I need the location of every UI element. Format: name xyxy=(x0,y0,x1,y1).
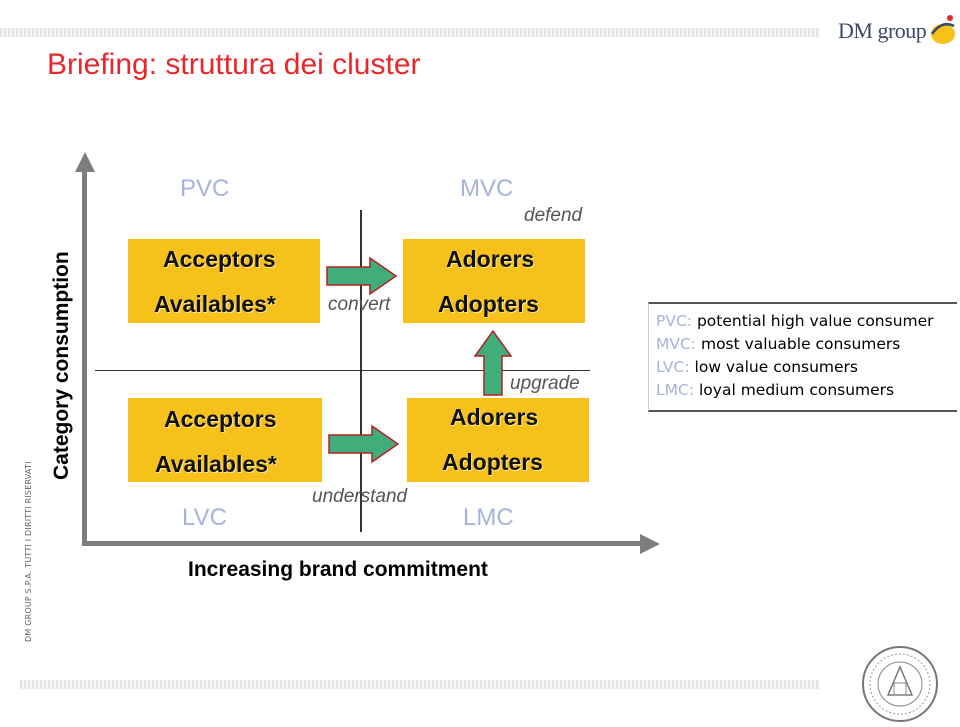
legend-row-pvc: PVC: potential high value consumer xyxy=(656,312,934,330)
understand-arrow-icon xyxy=(328,424,400,464)
box-pvc xyxy=(128,239,320,323)
y-axis xyxy=(82,170,87,546)
box-lvc xyxy=(128,398,322,482)
legend-row-mvc: MVC: most valuable consumers xyxy=(656,335,900,353)
horizontal-divider xyxy=(95,370,590,371)
copyright-vertical-text: DM GROUP S.P.A. TUTTI I DIRITTI RISERVAT… xyxy=(24,461,33,642)
footer-stripe xyxy=(20,680,820,689)
box-lmc xyxy=(407,398,589,482)
quadrant-label-lmc: LMC xyxy=(463,504,514,531)
legend-row-lmc: LMC: loyal medium consumers xyxy=(656,381,894,399)
legend-text: loyal medium consumers xyxy=(699,381,895,399)
x-axis xyxy=(82,541,640,546)
legend-box: PVC: potential high value consumer MVC: … xyxy=(648,302,957,412)
y-axis-label: Category consumption xyxy=(50,251,73,480)
quadrant-label-pvc: PVC xyxy=(180,175,230,202)
box-pvc-line2: Availables* xyxy=(154,291,276,317)
box-lmc-line2: Adopters xyxy=(442,449,543,475)
box-mvc-line2: Adopters xyxy=(438,291,539,317)
box-mvc-line1: Adorers xyxy=(446,246,535,272)
x-axis-arrowhead xyxy=(640,534,660,554)
legend-abbr: LVC: xyxy=(656,358,690,376)
upgrade-arrow-icon xyxy=(473,330,513,396)
quadrant-label-mvc: MVC xyxy=(460,175,514,202)
dm-group-logo: DM group xyxy=(838,12,956,48)
legend-abbr: LMC: xyxy=(656,381,695,399)
header-stripe xyxy=(0,28,820,37)
convert-arrow-icon xyxy=(326,256,398,296)
legend-text: most valuable consumers xyxy=(700,335,901,353)
y-axis-arrowhead xyxy=(75,152,95,172)
x-axis-label: Increasing brand commitment xyxy=(188,558,488,581)
quadrant-label-lvc: LVC xyxy=(182,504,227,531)
vertical-divider xyxy=(360,210,362,532)
box-pvc-line1: Acceptors xyxy=(163,246,276,272)
logo-text: DM group xyxy=(838,18,927,43)
box-lmc-line1: Adorers xyxy=(450,404,539,430)
legend-row-lvc: LVC: low value consumers xyxy=(656,358,858,376)
box-mvc xyxy=(403,239,585,323)
legend-text: low value consumers xyxy=(694,358,859,376)
legend-abbr: PVC: xyxy=(656,312,692,330)
action-defend: defend xyxy=(524,205,583,226)
logo-swoosh-icon xyxy=(930,15,955,44)
legend-text: potential high value consumer xyxy=(696,312,934,330)
page-title: Briefing: struttura dei cluster xyxy=(47,48,421,81)
box-lvc-line1: Acceptors xyxy=(164,406,277,432)
action-convert: convert xyxy=(328,294,391,315)
action-upgrade: upgrade xyxy=(510,373,580,394)
university-seal-icon xyxy=(862,646,938,722)
box-lvc-line2: Availables* xyxy=(155,451,277,477)
legend-abbr: MVC: xyxy=(656,335,697,353)
action-understand: understand xyxy=(312,486,408,507)
